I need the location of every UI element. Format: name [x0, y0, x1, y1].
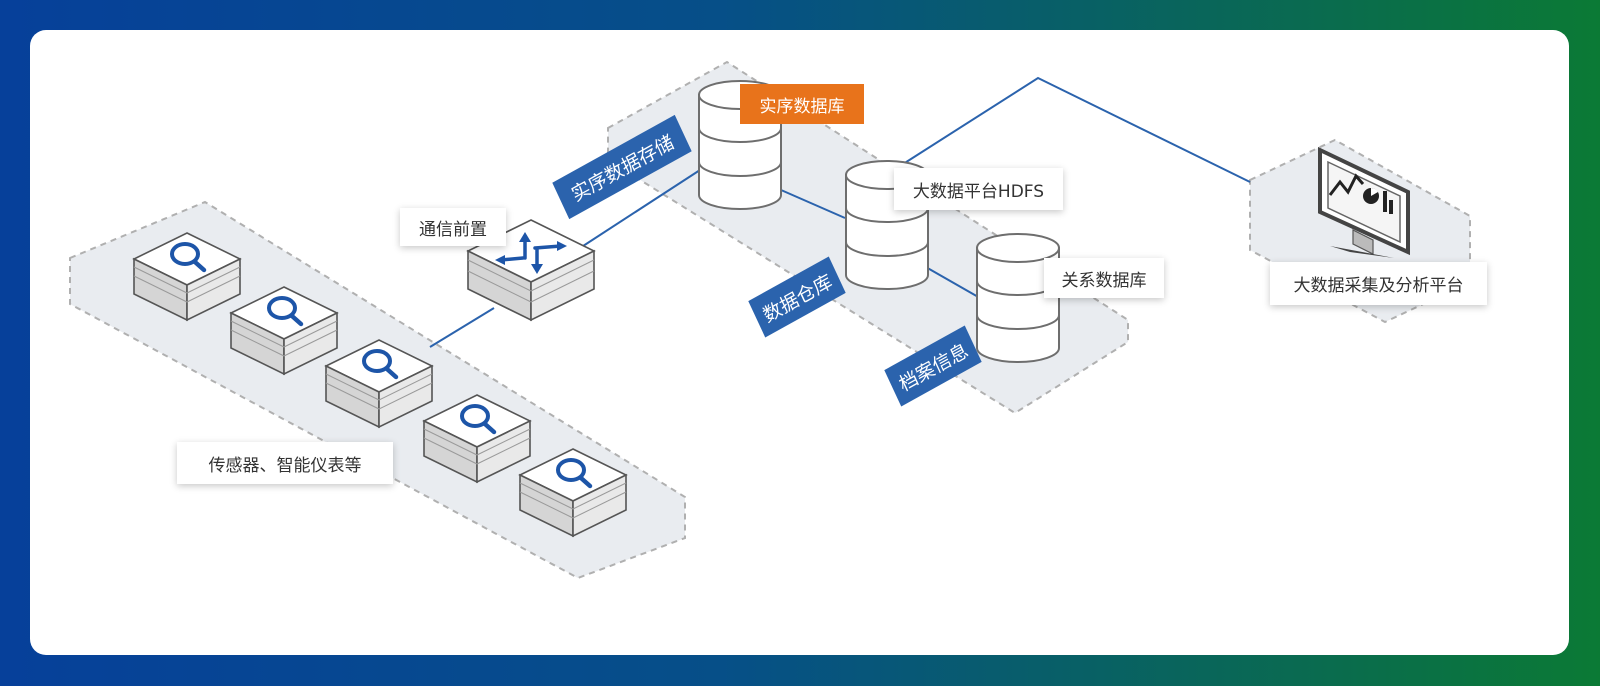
- comm-front-label: 通信前置: [400, 208, 506, 246]
- diagram-panel: 实序数据库 通信前置 大数据平台HDFS 关系数据库 大数据采集及分析平台 传感…: [30, 30, 1569, 655]
- architecture-diagram: [69, 60, 1471, 580]
- hdfs-label: 大数据平台HDFS: [894, 168, 1063, 210]
- relational-db-label: 关系数据库: [1044, 258, 1164, 298]
- sensors-label: 传感器、智能仪表等: [177, 442, 393, 484]
- analysis-platform-label: 大数据采集及分析平台: [1270, 262, 1487, 305]
- monitor-icon: [1318, 146, 1410, 258]
- realtime-db-label: 实序数据库: [740, 84, 864, 124]
- switch-arrows-icon: [495, 232, 567, 274]
